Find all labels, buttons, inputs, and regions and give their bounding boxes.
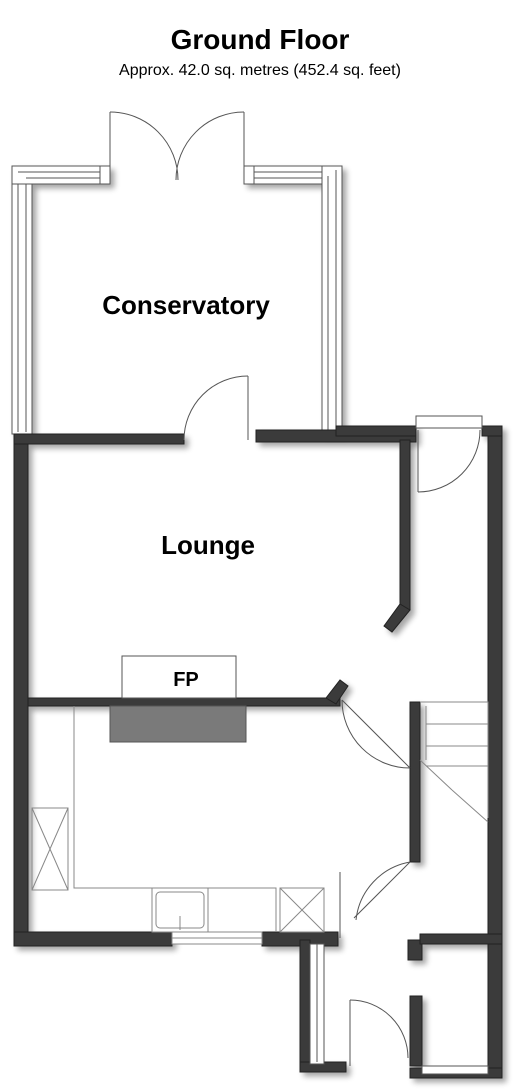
internal-walls bbox=[27, 439, 421, 863]
lounge-door bbox=[183, 375, 249, 441]
hall-door bbox=[415, 415, 483, 493]
external-walls bbox=[13, 425, 503, 1079]
lounge-label: Lounge bbox=[161, 530, 255, 560]
fireplace: FP bbox=[109, 655, 247, 743]
conservatory-label: Conservatory bbox=[102, 290, 270, 320]
porch-doors bbox=[309, 861, 489, 1075]
kitchen-units bbox=[31, 706, 325, 945]
hearth bbox=[109, 705, 247, 743]
fireplace-label: FP bbox=[173, 669, 199, 691]
staircase bbox=[419, 701, 489, 823]
conservatory-frame bbox=[11, 165, 343, 435]
french-doors bbox=[109, 111, 245, 181]
floor-title: Ground Floor bbox=[170, 24, 350, 55]
floor-area: Approx. 42.0 sq. metres (452.4 sq. feet) bbox=[119, 62, 401, 79]
kitchen-door bbox=[341, 699, 411, 769]
